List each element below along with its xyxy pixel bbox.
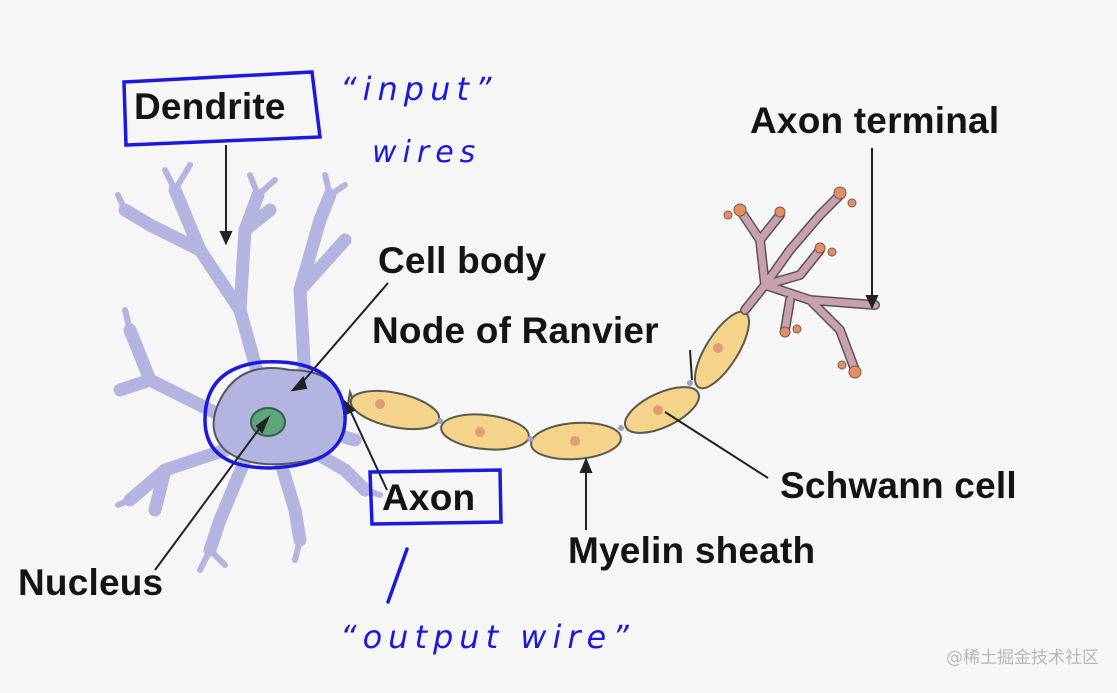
- cell-body-circle-mark: [203, 360, 347, 470]
- label-axon-terminal: Axon terminal: [750, 100, 1000, 141]
- dendrite-box-mark: [122, 70, 322, 147]
- label-cell-body: Cell body: [378, 240, 547, 281]
- cell-body-shape: [212, 367, 347, 466]
- schwann-nuclei: [375, 343, 723, 446]
- axon-box-mark: [368, 468, 503, 526]
- watermark: @稀土掘金技术社区: [946, 648, 1099, 668]
- annotation-input-line1: “input”: [340, 70, 498, 108]
- label-axon: Axon: [382, 477, 476, 518]
- dendrites: [113, 162, 383, 573]
- annotation-output: “output wire”: [340, 618, 635, 656]
- label-dendrite: Dendrite: [134, 86, 286, 127]
- label-nucleus: Nucleus: [18, 562, 164, 603]
- label-schwann-cell: Schwann cell: [780, 465, 1017, 506]
- output-arrow-mark: [386, 547, 409, 604]
- label-myelin-sheath: Myelin sheath: [568, 530, 816, 571]
- axon-terminal-shape: [723, 186, 880, 379]
- pointer-lines: [154, 145, 879, 571]
- ink-annotations: [122, 70, 503, 604]
- nodes-of-ranvier: [437, 380, 693, 442]
- annotation-input-line2: wires: [372, 135, 482, 170]
- label-node-of-ranvier: Node of Ranvier: [372, 310, 659, 351]
